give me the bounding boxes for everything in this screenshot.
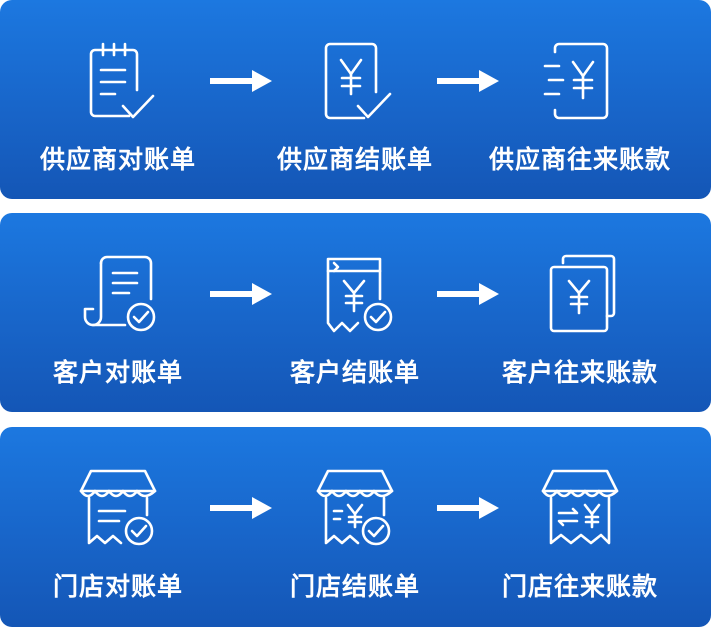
step-store-accounts: 门店往来账款 xyxy=(462,427,698,627)
step-label: 客户结账单 xyxy=(289,358,420,387)
step-customer-accounts: 客户往来账款 xyxy=(462,213,698,412)
step-label: 供应商往来账款 xyxy=(488,145,671,174)
store-exchange-yen-icon xyxy=(541,469,619,545)
right-arrow-icon xyxy=(210,70,272,92)
store-yen-check-icon xyxy=(316,469,394,546)
stacked-yen-documents-icon xyxy=(549,254,616,333)
scroll-receipt-check-icon xyxy=(83,255,156,332)
yen-receipt-check-icon xyxy=(326,257,393,333)
store-row: 门店对账单 门店结账单 xyxy=(0,427,711,627)
step-label: 客户往来账款 xyxy=(501,358,658,387)
right-arrow-icon xyxy=(437,283,499,305)
right-arrow-icon xyxy=(437,497,499,519)
store-check-icon xyxy=(79,469,157,546)
step-label: 门店结账单 xyxy=(289,572,420,601)
customer-row: 客户对账单 客户结账单 xyxy=(0,213,711,412)
supplier-row: 供应商对账单 供应商结账单 xyxy=(0,0,711,199)
step-store-statement: 门店对账单 xyxy=(0,427,236,627)
step-label: 供应商对账单 xyxy=(39,145,196,174)
yen-document-lines-icon xyxy=(543,42,609,120)
step-supplier-statement: 供应商对账单 xyxy=(0,0,236,199)
step-label: 客户对账单 xyxy=(52,358,183,387)
step-supplier-accounts: 供应商往来账款 xyxy=(462,0,698,199)
clipboard-check-icon xyxy=(89,42,155,119)
right-arrow-icon xyxy=(210,283,272,305)
step-customer-settlement: 客户结账单 xyxy=(237,213,473,412)
step-customer-statement: 客户对账单 xyxy=(0,213,236,412)
step-store-settlement: 门店结账单 xyxy=(237,427,473,627)
yen-document-check-icon xyxy=(324,42,392,120)
step-label: 门店往来账款 xyxy=(501,572,658,601)
step-label: 供应商结账单 xyxy=(276,145,433,174)
right-arrow-icon xyxy=(210,497,272,519)
right-arrow-icon xyxy=(437,70,499,92)
step-supplier-settlement: 供应商结账单 xyxy=(237,0,473,199)
step-label: 门店对账单 xyxy=(52,572,183,601)
